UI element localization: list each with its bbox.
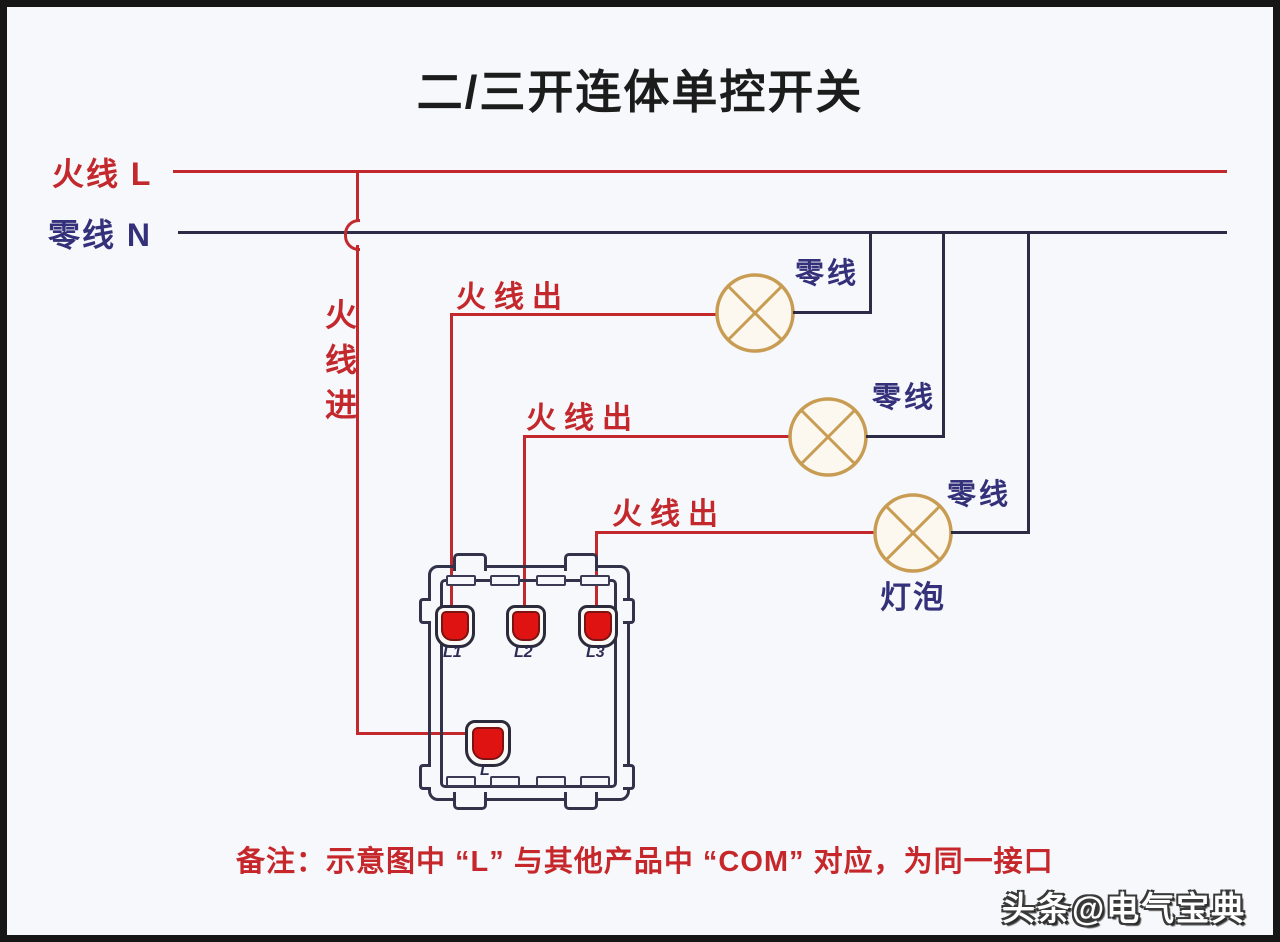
- switch-notch: [536, 575, 566, 586]
- terminal-l3-label: L3: [586, 644, 605, 661]
- switch-mount-tab: [564, 792, 598, 810]
- neutral-bus-label: 零线 N: [48, 217, 153, 253]
- switch-notch: [536, 776, 566, 787]
- terminal-l1-label: L1: [443, 644, 462, 661]
- switch-side-lug: [419, 598, 431, 624]
- switch-notch: [446, 776, 476, 787]
- terminal-com-pad: [472, 727, 504, 760]
- lamp3-live-wire-h: [595, 531, 875, 534]
- switch-mount-tab: [453, 792, 487, 810]
- lamp1-neutral-label: 零线: [795, 258, 860, 290]
- switch-notch: [580, 575, 610, 586]
- lamp3-symbol: [873, 493, 953, 573]
- switch-mount-tab: [564, 553, 598, 571]
- terminal-com-label: L: [480, 762, 490, 779]
- lamp2-neutral-wire-h: [866, 435, 945, 438]
- lamp3-neutral-wire-h: [951, 531, 1030, 534]
- live-drop-wire-lower: [356, 245, 359, 735]
- switch-side-lug: [419, 764, 431, 790]
- lamp1-live-wire-v: [450, 313, 453, 610]
- terminal-l1-pad: [441, 611, 469, 641]
- switch-notch: [490, 776, 520, 787]
- lamp3-neutral-label: 零线: [947, 479, 1012, 511]
- switch-notch: [490, 575, 520, 586]
- lamp1-live-out-label: 火线出: [456, 281, 570, 314]
- live-bus-label: 火线 L: [52, 156, 153, 192]
- live-in-label: 火线进: [321, 298, 357, 433]
- lamp2-live-wire-h: [523, 435, 790, 438]
- lamp1-neutral-wire-h: [793, 311, 872, 314]
- terminal-l2-label: L2: [514, 644, 533, 661]
- watermark: 头条@电气宝典: [1002, 890, 1247, 927]
- bulb-label: 灯泡: [880, 580, 946, 615]
- switch-notch: [446, 575, 476, 586]
- lamp1-live-wire-h: [450, 313, 717, 316]
- lamp3-live-out-label: 火线出: [612, 498, 726, 531]
- terminal-l3-pad: [584, 611, 612, 641]
- switch-side-lug: [623, 598, 635, 624]
- lamp2-neutral-wire-v: [942, 233, 945, 438]
- switch-box-inner: [440, 579, 617, 788]
- page-title: 二/三开连体单控开关: [416, 66, 864, 118]
- switch-mount-tab: [453, 553, 487, 571]
- neutral-bus-wire: [178, 231, 1227, 234]
- switch-side-lug: [623, 764, 635, 790]
- wire-hop: [344, 219, 360, 251]
- lamp1-neutral-wire-v: [869, 233, 872, 314]
- live-in-wire: [356, 732, 472, 735]
- lamp1-symbol: [715, 273, 795, 353]
- terminal-l2-pad: [512, 611, 540, 641]
- lamp2-neutral-label: 零线: [872, 382, 937, 414]
- switch-notch: [580, 776, 610, 787]
- footnote: 备注：示意图中 “L” 与其他产品中 “COM” 对应，为同一接口: [236, 846, 1054, 878]
- switch-box-outer: [428, 565, 630, 801]
- lamp2-live-wire-v: [523, 435, 526, 610]
- lamp2-symbol: [788, 397, 868, 477]
- live-drop-wire-upper: [356, 170, 359, 220]
- lamp3-neutral-wire-v: [1027, 233, 1030, 534]
- live-bus-wire: [173, 170, 1227, 173]
- lamp2-live-out-label: 火线出: [526, 402, 640, 435]
